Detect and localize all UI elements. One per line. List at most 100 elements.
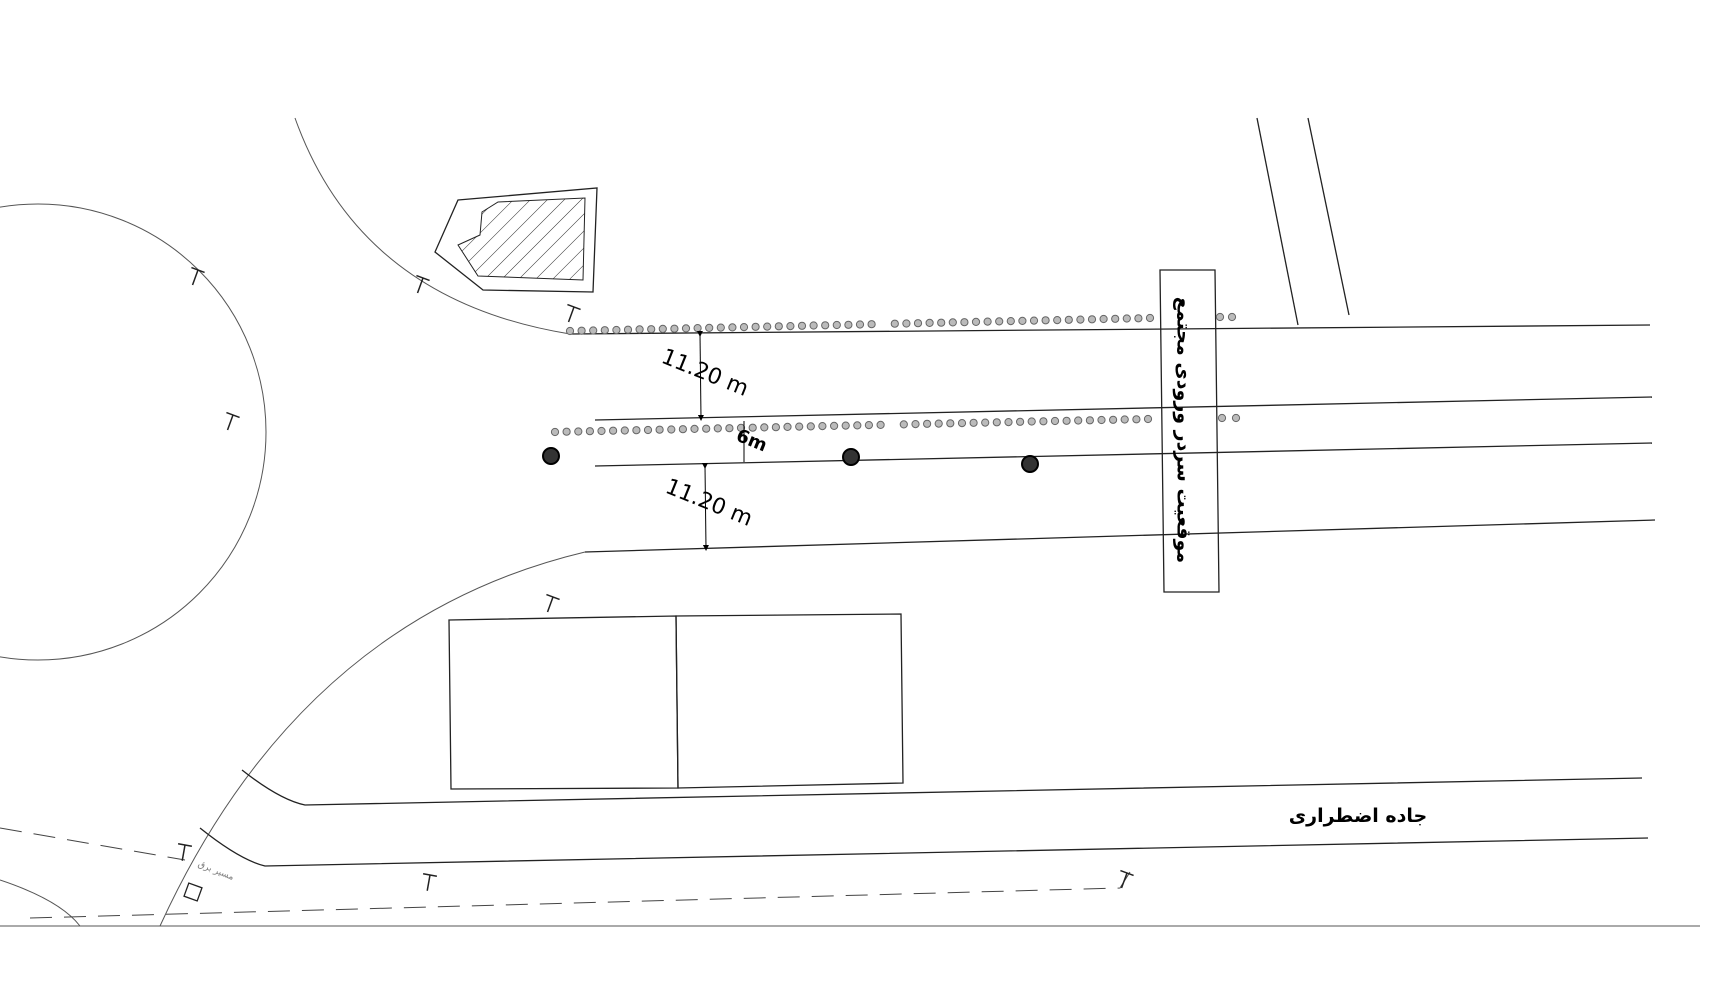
tree-icon bbox=[946, 419, 955, 428]
tree-icon bbox=[1231, 413, 1241, 423]
tree-icon bbox=[855, 320, 865, 329]
tree-icon bbox=[1217, 413, 1227, 423]
street-lamp-icon bbox=[422, 873, 438, 891]
street-lamp-icon bbox=[191, 266, 205, 286]
building-hatched-core bbox=[457, 197, 586, 281]
tree-icon bbox=[981, 418, 990, 427]
side-road-line-2 bbox=[1307, 117, 1350, 316]
tree-icon bbox=[934, 419, 943, 428]
tree-icon bbox=[771, 423, 781, 432]
tree-icon bbox=[1111, 314, 1120, 323]
tree-icon bbox=[751, 322, 760, 331]
tree-icon bbox=[589, 326, 598, 335]
tree-icon bbox=[1053, 316, 1062, 325]
tree-icon bbox=[795, 422, 804, 431]
tree-icon bbox=[577, 326, 586, 335]
tree-icon bbox=[1029, 316, 1039, 325]
tree-icon bbox=[925, 318, 934, 327]
tree-icon bbox=[725, 424, 734, 433]
tree-icon bbox=[809, 321, 818, 330]
street-lamp-icon bbox=[177, 843, 193, 861]
tree-icon bbox=[1227, 312, 1237, 322]
parking-block-left bbox=[448, 615, 679, 790]
tree-row-top bbox=[565, 312, 1237, 336]
building-outline bbox=[434, 187, 598, 293]
tree-icon bbox=[1018, 316, 1027, 325]
street-lamp-icon bbox=[226, 411, 240, 431]
tree-icon bbox=[585, 427, 595, 436]
parking-block-right bbox=[675, 613, 904, 789]
street-lamp-icon bbox=[567, 303, 581, 323]
tree-icon bbox=[1074, 416, 1083, 425]
tree-icon bbox=[655, 425, 664, 434]
gate-location-label: موقعیت سردر ورودی مجتمع bbox=[1173, 297, 1195, 563]
street-lamps bbox=[177, 266, 1134, 891]
tree-icon bbox=[969, 418, 978, 427]
tree-icon bbox=[658, 324, 667, 333]
tree-icon bbox=[600, 326, 609, 335]
dashed-utility-line bbox=[0, 827, 186, 861]
tree-row-median bbox=[550, 413, 1241, 437]
tree-icon bbox=[995, 317, 1004, 326]
gate-location-box bbox=[1159, 269, 1220, 593]
tree-icon bbox=[876, 420, 885, 429]
tree-icon bbox=[971, 317, 981, 326]
tree-icon bbox=[678, 425, 688, 434]
tree-icon bbox=[713, 424, 722, 433]
tree-icon bbox=[1132, 415, 1141, 424]
tree-icon bbox=[1064, 315, 1073, 324]
tree-icon bbox=[620, 426, 629, 435]
tree-icon bbox=[667, 425, 676, 434]
tree-icon bbox=[574, 427, 583, 436]
lower-left-arc bbox=[0, 879, 81, 927]
tree-icon bbox=[670, 324, 679, 333]
tree-icon bbox=[913, 319, 923, 328]
tree-icon bbox=[937, 318, 946, 327]
tree-icon bbox=[1050, 416, 1060, 426]
tree-icon bbox=[632, 426, 641, 435]
road-bottom-edge bbox=[584, 519, 1656, 553]
tree-icon bbox=[830, 421, 839, 430]
tree-icon bbox=[1006, 317, 1015, 326]
tree-icon bbox=[1016, 417, 1025, 426]
dashed-utility-line-2 bbox=[29, 871, 1131, 919]
roundabout-circle bbox=[0, 203, 267, 661]
tree-icon bbox=[693, 324, 702, 333]
tree-icon bbox=[565, 326, 575, 336]
tree-icon bbox=[923, 419, 932, 428]
emergency-road-top bbox=[241, 769, 1643, 806]
street-lamp-icon bbox=[416, 274, 430, 294]
tree-icon bbox=[899, 420, 908, 429]
utility-pole-3 bbox=[1021, 455, 1039, 473]
street-lamp-icon bbox=[546, 593, 560, 613]
tree-icon bbox=[983, 317, 992, 326]
emergency-road-bottom bbox=[199, 827, 1649, 867]
tree-icon bbox=[647, 325, 656, 334]
tree-icon bbox=[1027, 417, 1036, 426]
tree-icon bbox=[957, 419, 967, 428]
tree-icon bbox=[902, 319, 911, 328]
tree-icon bbox=[806, 422, 815, 431]
tree-icon bbox=[1099, 314, 1108, 324]
tree-icon bbox=[716, 323, 725, 332]
tree-icon bbox=[690, 424, 699, 433]
tree-icon bbox=[609, 426, 618, 435]
tree-icon bbox=[643, 425, 653, 435]
tree-icon bbox=[1145, 313, 1155, 323]
emergency-road-label: جاده اضطراری bbox=[1289, 805, 1427, 827]
tree-icon bbox=[635, 325, 644, 334]
tree-icon bbox=[1087, 315, 1097, 324]
tree-icon bbox=[1039, 417, 1048, 426]
tree-icon bbox=[853, 421, 862, 430]
tree-icon bbox=[739, 323, 749, 332]
tree-icon bbox=[841, 421, 850, 430]
tree-icon bbox=[818, 422, 827, 431]
tree-icon bbox=[1062, 416, 1071, 425]
side-road-line-1 bbox=[1256, 117, 1299, 326]
tree-icon bbox=[1143, 414, 1153, 424]
dimension-upper-label: 11.20 m bbox=[658, 344, 752, 401]
tree-icon bbox=[832, 320, 841, 330]
tree-icon bbox=[890, 319, 899, 328]
tree-icon bbox=[736, 423, 746, 432]
tree-icon bbox=[1120, 415, 1129, 424]
